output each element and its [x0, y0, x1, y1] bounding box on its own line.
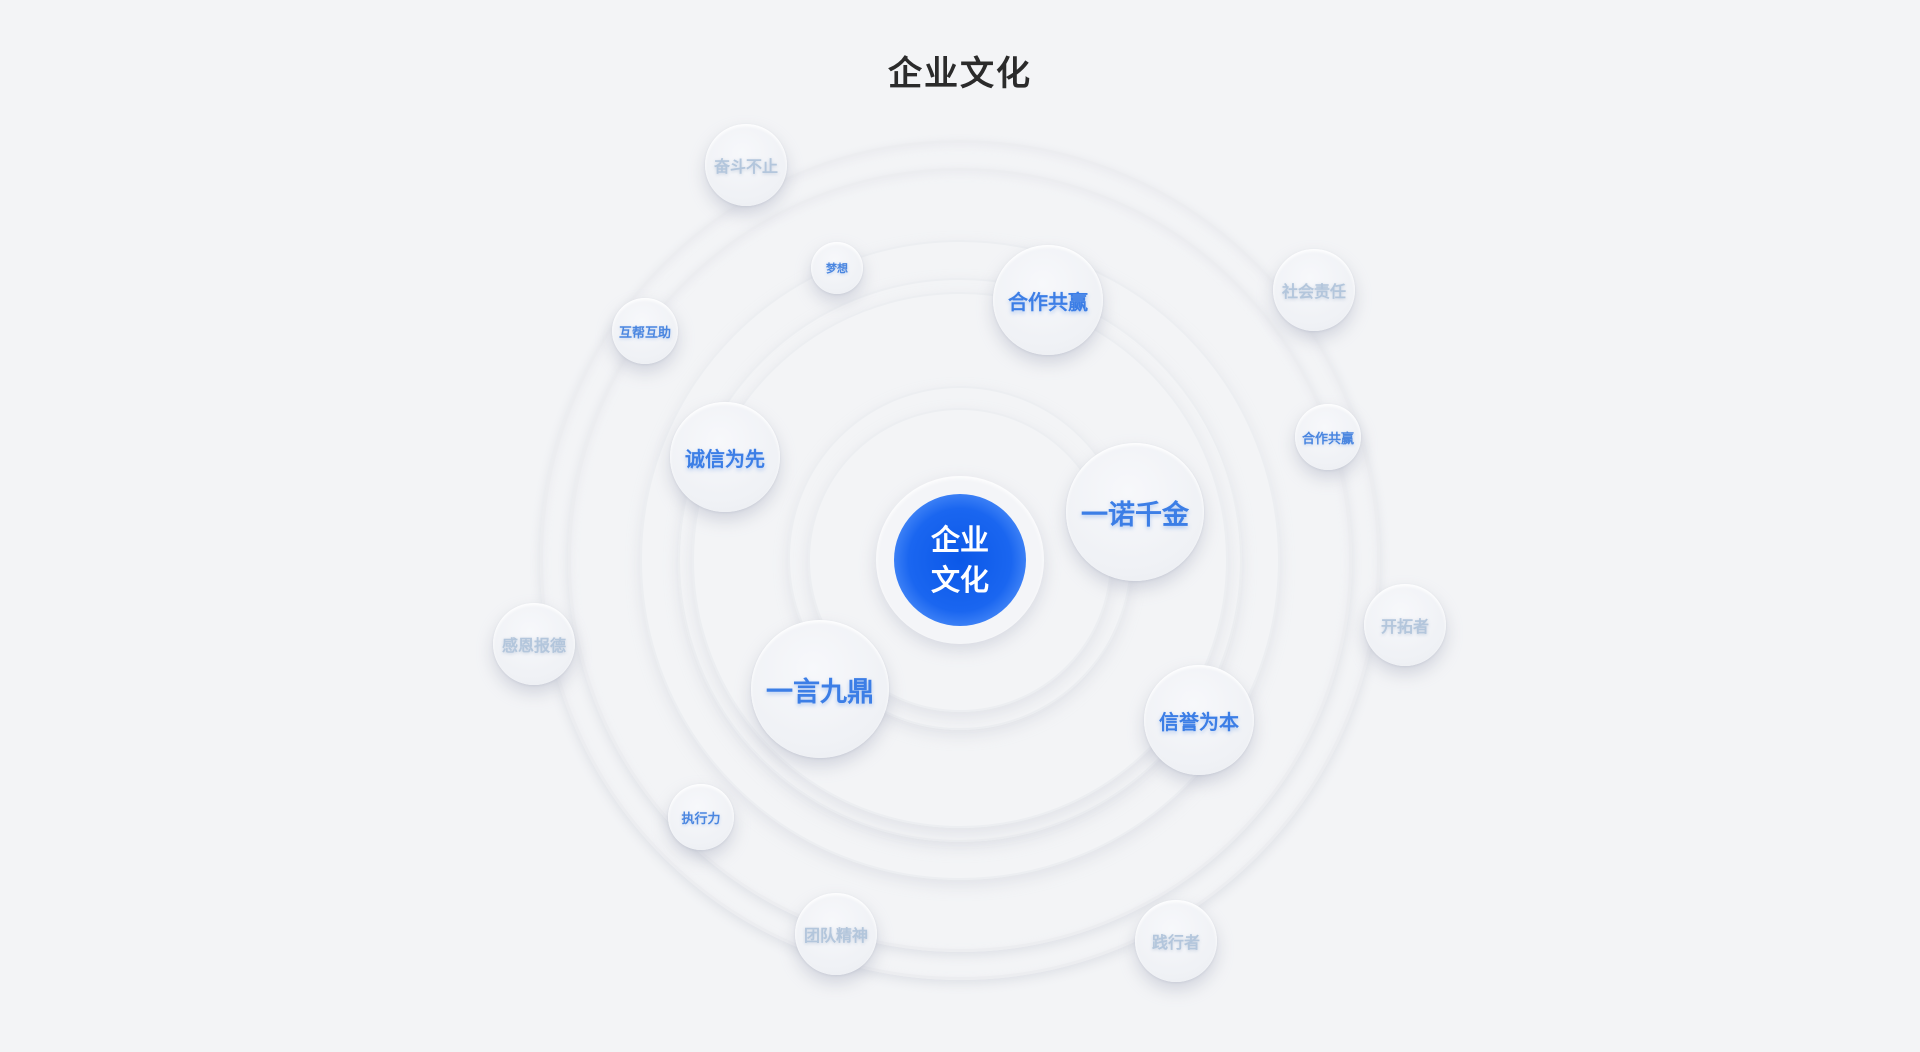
ring-5 [692, 292, 1228, 828]
page-title: 企业文化 [888, 54, 1032, 94]
value-node-hezuo-gongying-outer[interactable]: 合作共赢 [1295, 404, 1361, 470]
value-node-chengxin-weixian[interactable]: 诚信为先 [670, 402, 780, 512]
value-node-zhixingli[interactable]: 执行力 [668, 784, 734, 850]
value-node-shehui-zeren[interactable]: 社会责任 [1273, 249, 1355, 331]
center-node[interactable]: 企业 文化 [894, 494, 1026, 626]
value-node-fendou[interactable]: 奋斗不止 [705, 124, 787, 206]
center-label-line1: 企业 [930, 523, 989, 557]
value-node-ganen-baode[interactable]: 感恩报德 [493, 603, 575, 685]
ring-4 [678, 278, 1242, 842]
ring-2 [568, 168, 1352, 952]
value-node-yiyan-jiuding[interactable]: 一言九鼎 [751, 620, 889, 758]
ring-1 [540, 140, 1380, 980]
value-node-hezuo-gongying-inner[interactable]: 合作共赢 [993, 245, 1103, 355]
value-node-hubang-huzhu[interactable]: 互帮互助 [612, 298, 678, 364]
center-label-line2: 文化 [930, 563, 989, 597]
value-node-yinuo-qianjin[interactable]: 一诺千金 [1066, 443, 1204, 581]
value-node-kaituozhe[interactable]: 开拓者 [1364, 584, 1446, 666]
value-node-mengxiang[interactable]: 梦想 [811, 242, 863, 294]
value-node-xinyu-weiben[interactable]: 信誉为本 [1144, 665, 1254, 775]
value-node-jianxingzhe[interactable]: 践行者 [1135, 900, 1217, 982]
ring-3 [640, 240, 1280, 880]
value-node-tuandui-jingshen[interactable]: 团队精神 [795, 893, 877, 975]
